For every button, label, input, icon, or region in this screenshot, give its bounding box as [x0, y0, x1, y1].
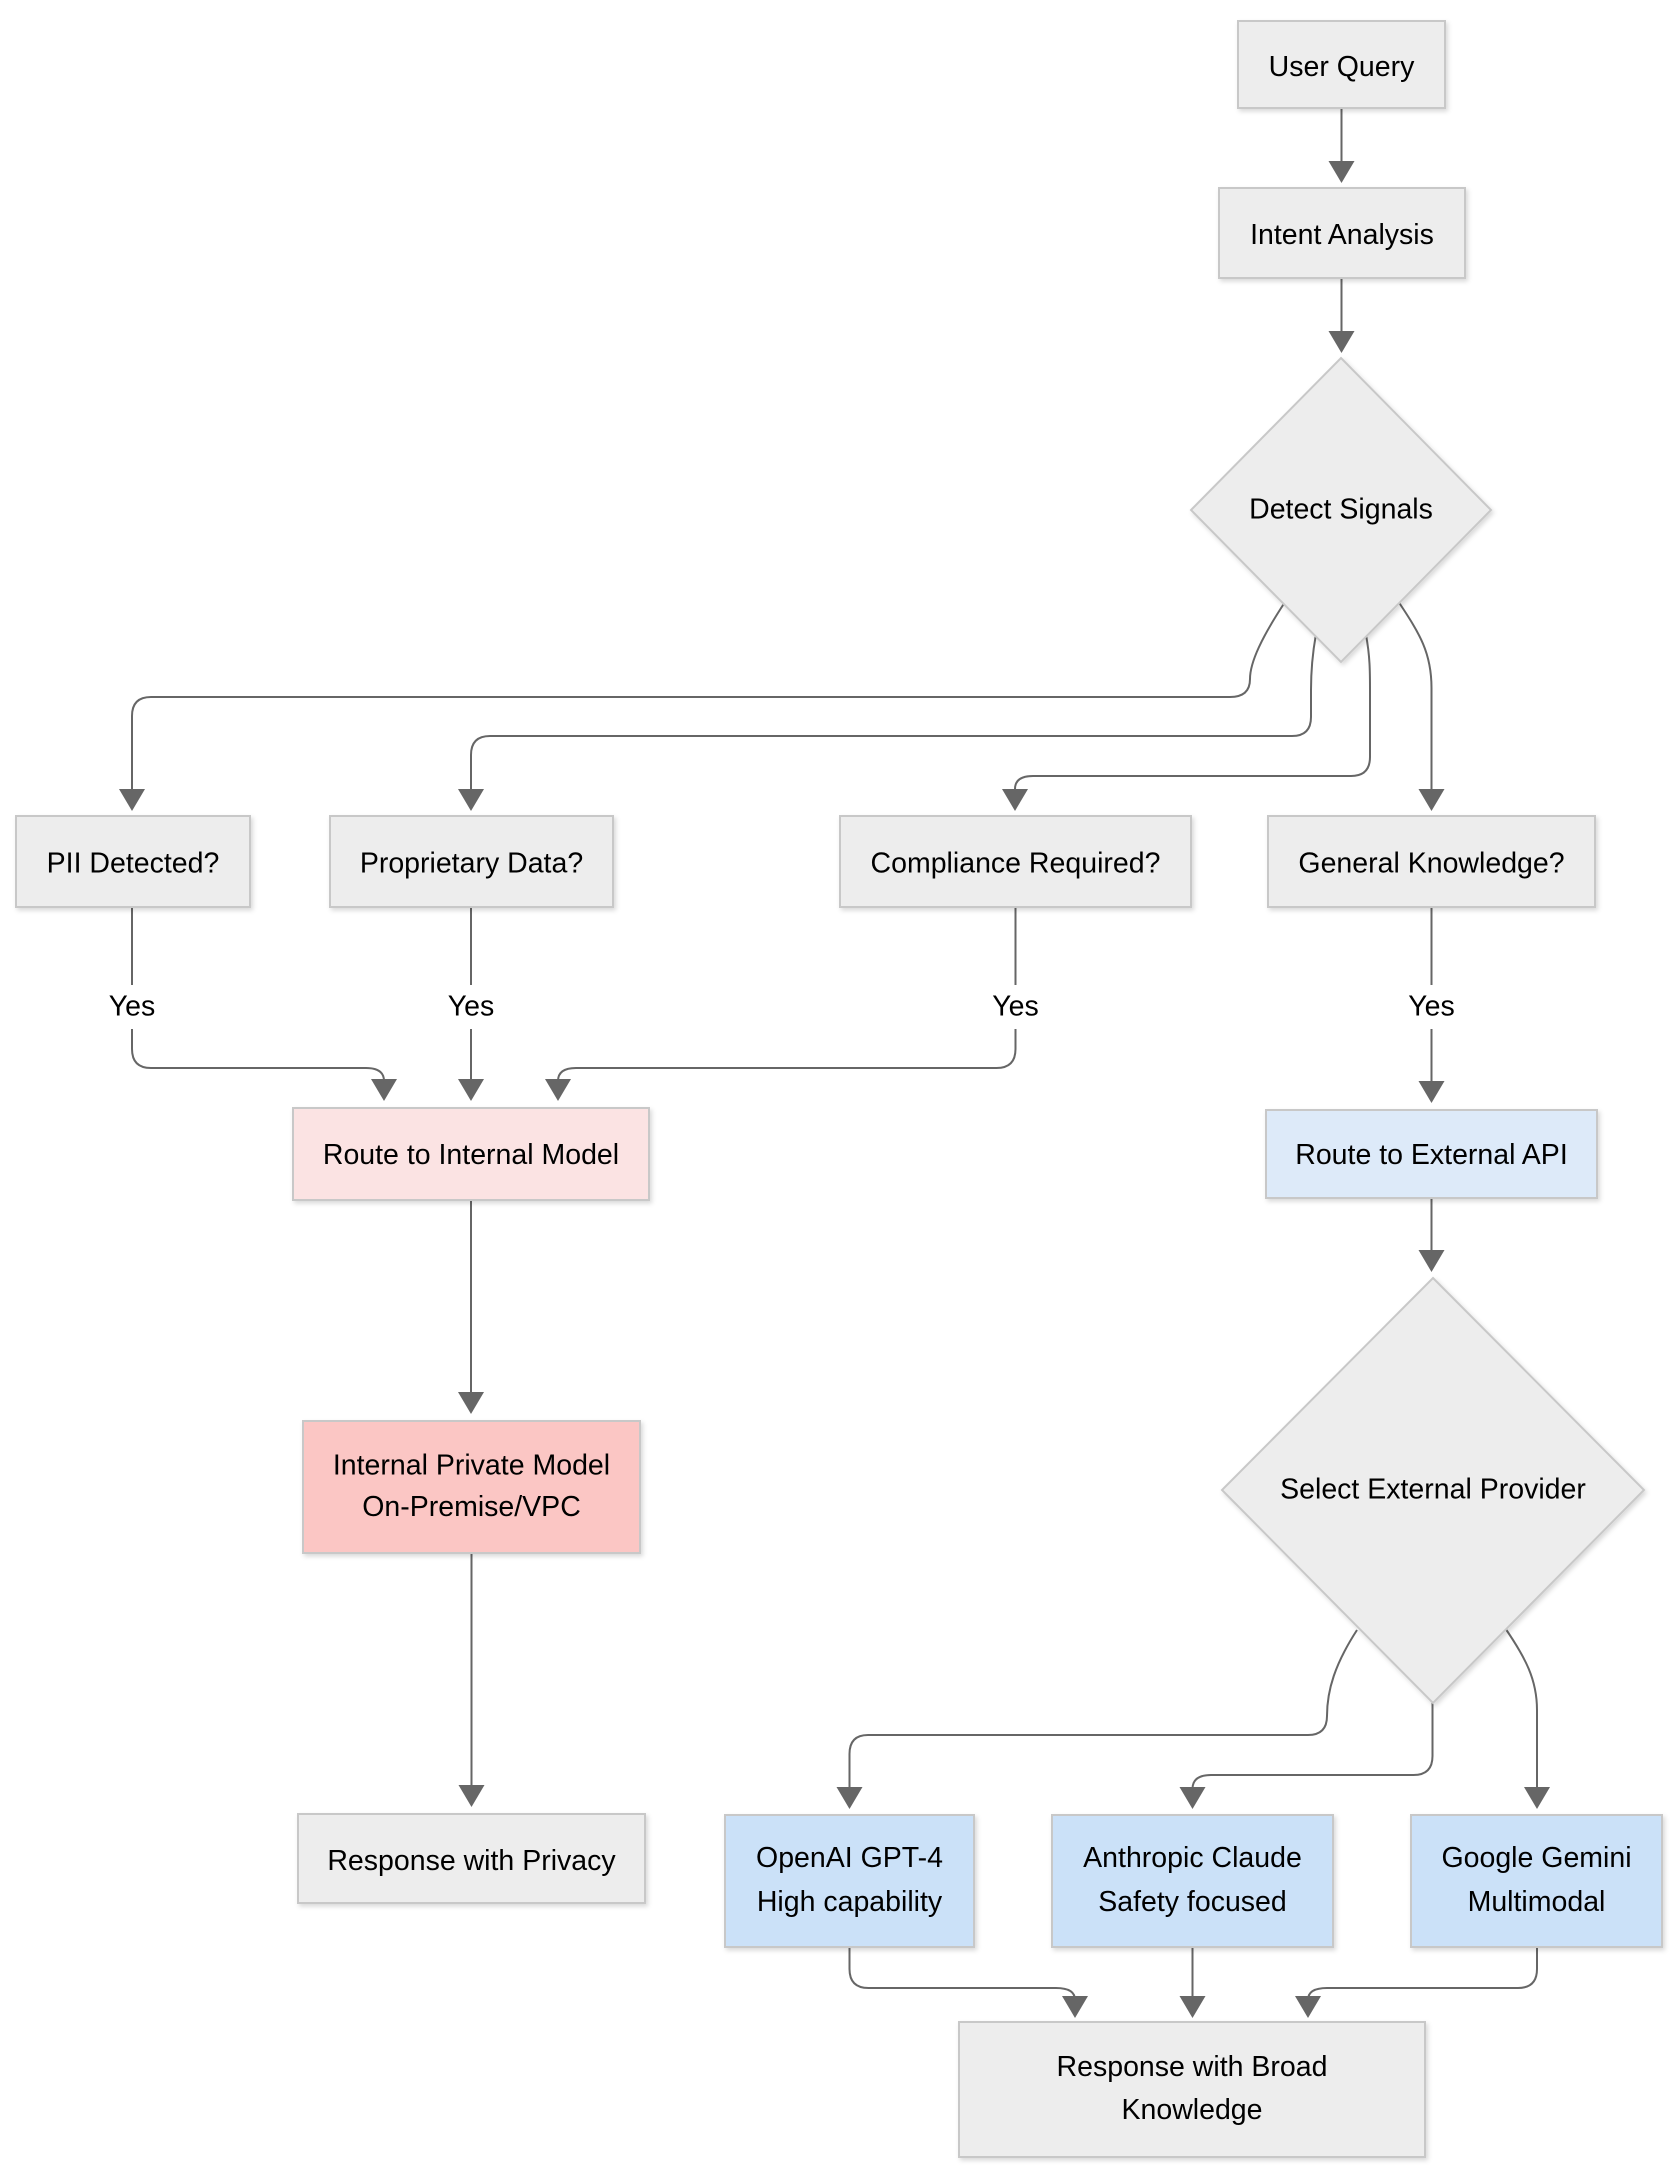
svg-text:Intent Analysis: Intent Analysis: [1250, 219, 1434, 251]
svg-text:PII Detected?: PII Detected?: [47, 848, 220, 880]
svg-text:Google Gemini: Google Gemini: [1441, 1842, 1631, 1874]
svg-text:Yes: Yes: [1408, 991, 1455, 1023]
svg-text:Route to Internal Model: Route to Internal Model: [323, 1139, 619, 1171]
svg-text:Response with Broad: Response with Broad: [1057, 2051, 1328, 2083]
svg-text:Knowledge: Knowledge: [1121, 2094, 1262, 2126]
svg-text:Yes: Yes: [448, 991, 495, 1023]
svg-text:Yes: Yes: [109, 991, 156, 1023]
svg-text:Safety focused: Safety focused: [1098, 1886, 1287, 1918]
svg-text:Proprietary Data?: Proprietary Data?: [360, 848, 583, 880]
svg-text:Response with Privacy: Response with Privacy: [327, 1845, 616, 1877]
svg-text:Select External Provider: Select External Provider: [1280, 1474, 1586, 1506]
svg-text:On-Premise/VPC: On-Premise/VPC: [362, 1491, 581, 1523]
svg-text:Compliance Required?: Compliance Required?: [871, 848, 1161, 880]
svg-text:Route to External API: Route to External API: [1295, 1139, 1568, 1171]
svg-text:OpenAI GPT-4: OpenAI GPT-4: [756, 1842, 943, 1874]
svg-text:Anthropic Claude: Anthropic Claude: [1083, 1842, 1302, 1874]
svg-text:User Query: User Query: [1269, 51, 1415, 83]
svg-text:General Knowledge?: General Knowledge?: [1298, 848, 1564, 880]
svg-text:Detect Signals: Detect Signals: [1249, 494, 1433, 526]
svg-text:Multimodal: Multimodal: [1468, 1886, 1606, 1918]
svg-text:High capability: High capability: [757, 1886, 943, 1918]
svg-text:Yes: Yes: [992, 991, 1039, 1023]
svg-text:Internal Private Model: Internal Private Model: [333, 1450, 610, 1482]
